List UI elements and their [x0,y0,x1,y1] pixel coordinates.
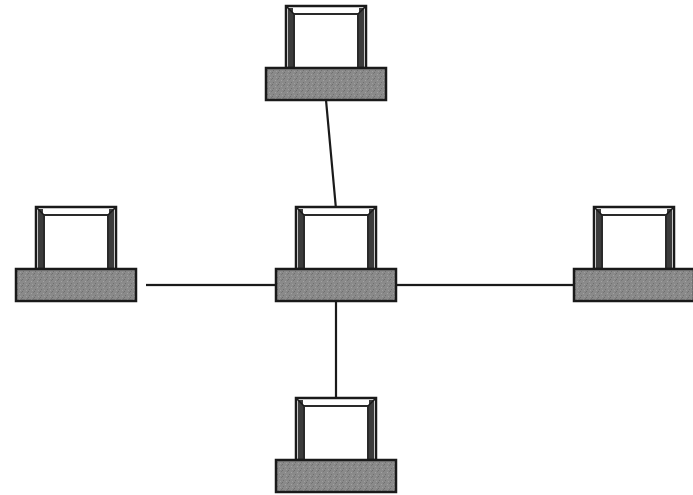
system-unit [572,267,693,303]
right-computer-icon [572,205,693,303]
screen [601,214,667,270]
screen [293,13,359,69]
top-computer-icon [264,4,388,102]
screen [303,405,369,461]
monitor-side-right [369,209,374,269]
left-computer-icon [14,205,138,303]
network-links [146,99,574,400]
monitor-side-left [298,400,303,460]
monitor-side-right [109,209,114,269]
monitor-side-right [667,209,672,269]
monitor-side-left [288,8,293,68]
system-unit [274,267,398,303]
system-unit [14,267,138,303]
bottom-computer-icon [274,396,398,494]
screen [43,214,109,270]
monitor-side-right [359,8,364,68]
hub-computer-icon [274,205,398,303]
monitor-side-left [596,209,601,269]
system-unit [274,458,398,494]
system-unit [264,66,388,102]
monitor-side-left [298,209,303,269]
monitor-side-right [369,400,374,460]
link-hub-top [324,99,338,210]
monitor-side-left [38,209,43,269]
network-nodes [14,4,693,494]
screen [303,214,369,270]
